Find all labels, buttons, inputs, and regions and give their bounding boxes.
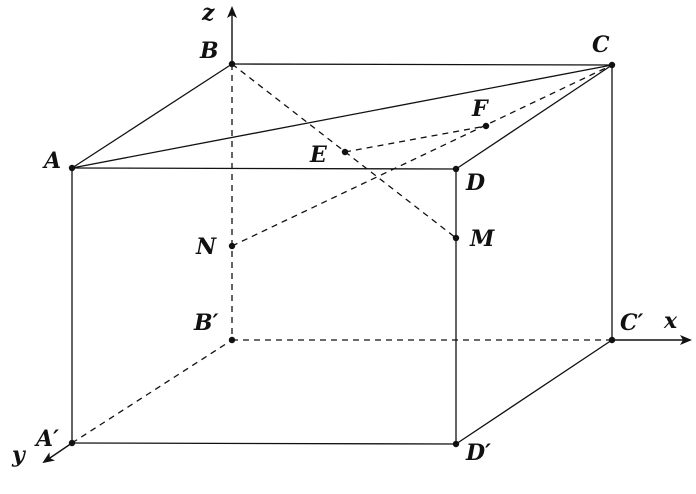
label-M: M (469, 226, 495, 252)
label-N: N (195, 234, 217, 260)
point-N (228, 242, 236, 250)
edge-A1-D1 (71, 442, 457, 445)
edge-A-B (71, 63, 233, 169)
label-B: B (199, 38, 219, 64)
label-C1: C′ (620, 310, 644, 336)
point-D1 (452, 440, 460, 448)
edge-B-C (231, 63, 613, 66)
point-F (482, 122, 490, 130)
edge-A1-B1 (71, 339, 233, 444)
label-D: D (465, 170, 485, 196)
edge-A-D (71, 167, 457, 170)
segment-E-F (344, 125, 487, 153)
point-B1 (228, 336, 236, 344)
edge-A-C (71, 64, 613, 169)
edge-D-C (455, 64, 613, 170)
label-A1: A′ (34, 426, 59, 452)
point-E (341, 148, 349, 156)
label-A: A (42, 148, 61, 174)
label-F: F (471, 96, 489, 122)
label-E: E (309, 142, 328, 168)
point-D (452, 165, 460, 173)
point-A1 (68, 439, 76, 447)
label-C: C (592, 32, 610, 58)
label-B1: B′ (193, 310, 219, 336)
point-C (608, 61, 616, 69)
label-z: z (201, 0, 215, 26)
label-x: x (663, 308, 678, 334)
segment-B-M (231, 63, 457, 239)
point-C1 (608, 336, 616, 344)
edge-D1-C1 (455, 339, 613, 445)
y-axis (42, 442, 73, 464)
label-D1: D′ (465, 440, 491, 466)
label-y: y (11, 442, 27, 468)
point-A (68, 164, 76, 172)
segment-N-C (231, 64, 613, 247)
point-M (452, 234, 460, 242)
point-B (228, 60, 236, 68)
